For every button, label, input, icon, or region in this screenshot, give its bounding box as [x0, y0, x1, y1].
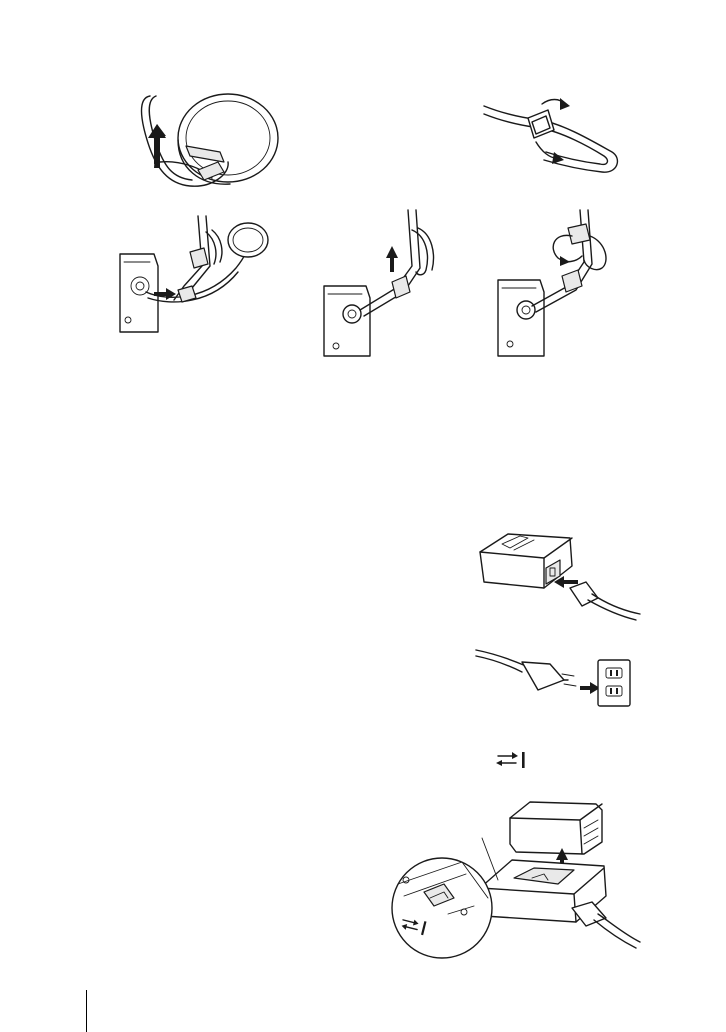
lens-cap-small — [228, 223, 268, 257]
camera-strap-folding-illustration — [496, 206, 626, 356]
battery-pack — [510, 802, 602, 854]
detail-inset — [392, 858, 492, 958]
plug-into-outlet-illustration — [476, 640, 636, 716]
power-cord — [572, 902, 640, 948]
battery-direction-mark-icon — [496, 750, 530, 770]
plug — [522, 662, 576, 690]
up-arrow-icon — [386, 246, 398, 272]
page-margin-rule — [86, 990, 87, 1032]
right-arrow-icon — [580, 682, 600, 694]
battery-insert-charger-illustration — [384, 798, 640, 954]
lens-cap — [178, 94, 278, 184]
camera-body — [120, 254, 158, 332]
power-cord — [570, 582, 640, 620]
strap-adjuster-illustration — [484, 94, 624, 184]
camera-strap-eyelet-with-cap-illustration — [118, 206, 288, 332]
camera-body — [324, 286, 370, 356]
wall-outlet — [598, 660, 630, 706]
callout-line — [482, 838, 498, 880]
charger-cord-connection-illustration — [474, 528, 640, 624]
camera-body — [498, 280, 544, 356]
camera-strap-threading-illustration — [322, 206, 452, 356]
lens-cap-strap-illustration — [120, 88, 300, 198]
